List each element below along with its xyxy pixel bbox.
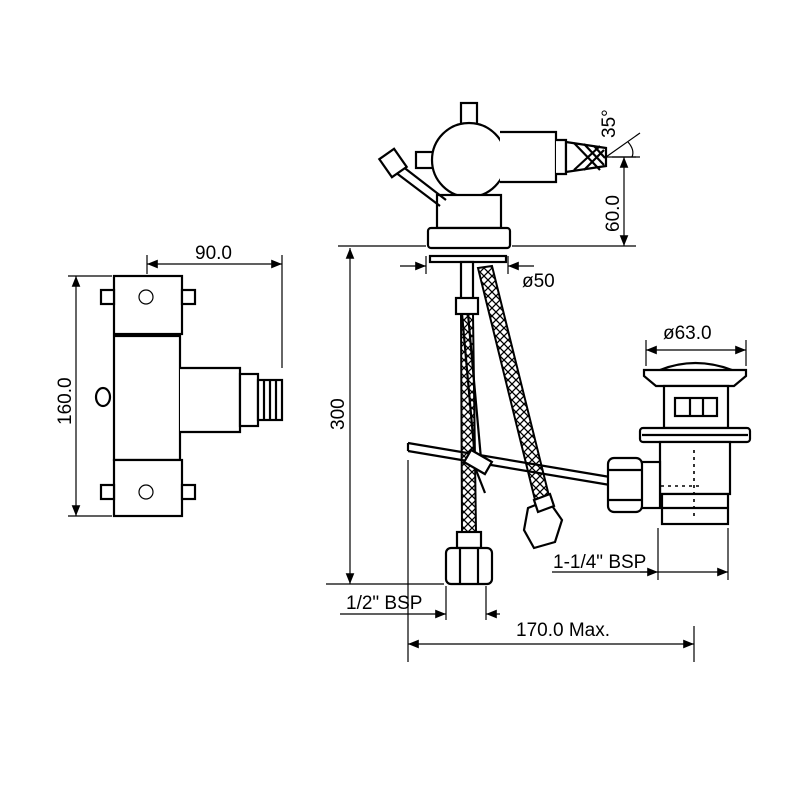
max-reach-label: 170.0 Max.: [516, 620, 610, 641]
width-dimension-label: 90.0: [195, 243, 232, 264]
spout-height-label: 60.0: [603, 195, 624, 232]
waste-diameter-label: ø63.0: [663, 323, 712, 344]
elevation-view: 35° 60.0 ø50: [326, 101, 752, 662]
angle-label: 35°: [599, 109, 620, 138]
base-diameter-label: ø50: [522, 271, 555, 292]
total-height-label: 300: [328, 398, 349, 430]
height-dimension-label: 160.0: [55, 377, 76, 425]
valve-body: [112, 334, 182, 462]
bottom-handle: [112, 458, 184, 518]
plan-view: 90.0 160.0: [55, 243, 284, 518]
waste-thread-label: 1-1/4" BSP: [553, 552, 646, 573]
inlet-thread-label: 1/2" BSP: [346, 593, 422, 614]
top-handle: [112, 274, 184, 336]
